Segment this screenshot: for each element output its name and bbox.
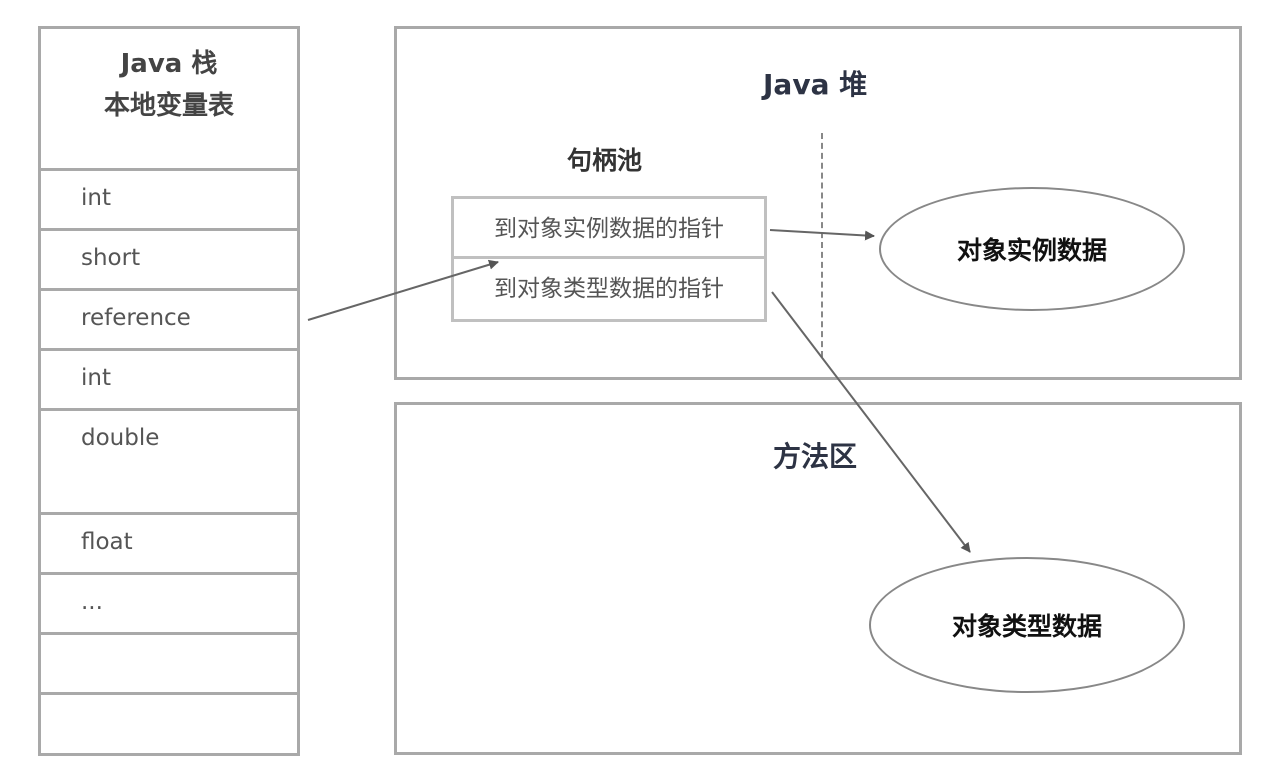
stack-row-double: double (41, 411, 297, 515)
method-area-title: 方法区 (773, 440, 858, 473)
stack-row-label: ... (81, 589, 103, 615)
stack-row-float: float (41, 515, 297, 575)
stack-row-label: reference (81, 305, 191, 331)
stack-row-reference: reference (41, 291, 297, 351)
instance-data-pointer: 到对象实例数据的指针 (454, 199, 764, 259)
stack-row-label: int (81, 185, 111, 211)
stack-row-label: int (81, 365, 111, 391)
java-stack-table: Java 栈 本地变量表 int short reference int dou… (38, 26, 300, 756)
java-stack-title: Java 栈 (120, 49, 218, 79)
dashed-divider (821, 133, 823, 357)
stack-row-label: short (81, 245, 141, 271)
java-heap-region: Java 堆 句柄池 到对象实例数据的指针 到对象类型数据的指针 对象实例数据 (394, 26, 1242, 380)
stack-row-empty (41, 635, 297, 695)
instance-data-ellipse: 对象实例数据 (879, 187, 1185, 311)
handle-pool-title: 句柄池 (567, 146, 643, 175)
handle-pool: 到对象实例数据的指针 到对象类型数据的指针 (451, 196, 767, 322)
stack-row-int-2: int (41, 351, 297, 411)
instance-data-label: 对象实例数据 (956, 236, 1107, 265)
type-data-label: 对象类型数据 (951, 612, 1102, 641)
stack-row-short: short (41, 231, 297, 291)
method-area-region: 方法区 对象类型数据 (394, 402, 1242, 755)
type-data-ellipse: 对象类型数据 (869, 557, 1185, 693)
type-data-pointer: 到对象类型数据的指针 (494, 276, 724, 302)
stack-row-label: double (81, 425, 160, 451)
stack-row-ellipsis: ... (41, 575, 297, 635)
stack-row-empty (41, 695, 297, 753)
stack-row-label: float (81, 529, 133, 555)
java-stack-header: Java 栈 本地变量表 (41, 29, 297, 171)
stack-row-int: int (41, 171, 297, 231)
local-variable-table-title: 本地变量表 (103, 91, 234, 121)
java-heap-title: Java 堆 (763, 68, 868, 101)
